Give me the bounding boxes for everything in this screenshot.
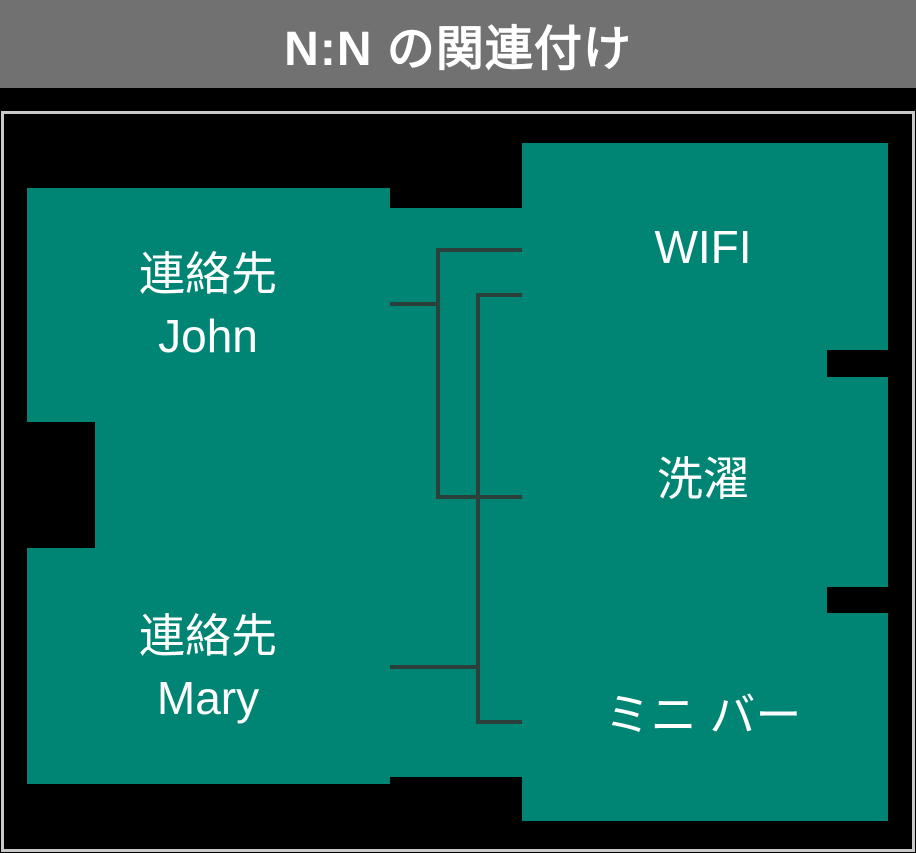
connector-mary-stub — [390, 665, 480, 669]
connector-john-to-wifi — [436, 248, 522, 252]
amenities-block — [522, 143, 888, 821]
contacts-divider-notch — [27, 422, 95, 548]
content-frame-border — [1, 111, 915, 852]
amenity-minibar-label: ミニ バー — [604, 689, 802, 741]
connector-john-vertical — [436, 248, 440, 499]
contact-mary-label: 連絡先 Mary — [58, 605, 358, 729]
contact-mary-name-text: Mary — [156, 672, 260, 724]
connector-mary-to-wifi — [476, 293, 522, 297]
contact-john-name-text: John — [158, 310, 258, 362]
amenity-laundry-label: 洗濯 — [657, 453, 749, 505]
connector-john-to-laundry — [436, 495, 522, 499]
amenities-divider-notch-bottom — [827, 587, 888, 613]
connector-john-stub — [390, 302, 440, 306]
connector-mary-to-minibar — [476, 720, 522, 724]
page-title: N:N の関連付け — [284, 23, 632, 76]
amenities-divider-notch-top — [827, 350, 888, 377]
amenity-wifi-label: WIFI — [654, 221, 752, 273]
title-bar: N:N の関連付け — [0, 0, 916, 88]
contact-mary-entity-text: 連絡先 — [139, 610, 277, 662]
connector-mary-vertical — [476, 293, 480, 724]
contact-john-entity-text: 連絡先 — [139, 248, 277, 300]
contact-john-label: 連絡先 John — [58, 243, 358, 367]
